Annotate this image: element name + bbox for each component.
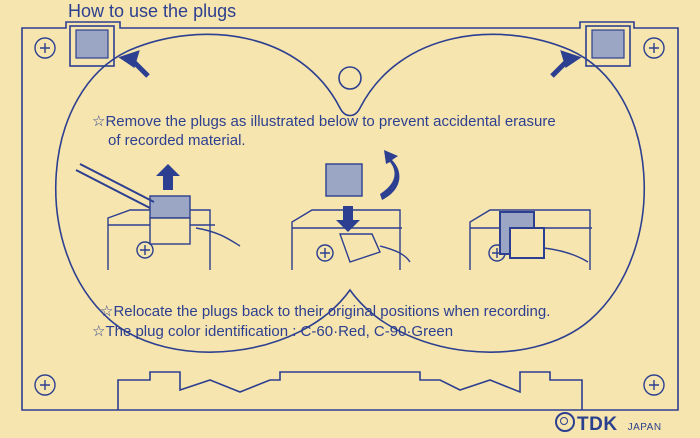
step1-illustration — [75, 163, 241, 270]
arrow-down-icon — [336, 206, 360, 232]
plug-color-note: ☆The plug color identification : C-60·Re… — [92, 323, 454, 340]
brand-footer: TDK JAPAN — [555, 410, 662, 436]
center-hole — [338, 66, 362, 90]
brand-name: TDK — [577, 414, 618, 435]
plug-slot-left — [69, 25, 115, 67]
plug-top-right — [591, 29, 625, 59]
tdk-logo-icon — [555, 412, 575, 432]
instruction-remove-line1: ☆Remove the plugs as illustrated below t… — [92, 113, 556, 130]
instruction-relocate: ☆Relocate the plugs back to their origin… — [100, 303, 551, 320]
rotate-arrow-icon — [380, 150, 400, 200]
instruction-remove-line2: of recorded material. — [108, 132, 246, 149]
step3-illustration — [469, 209, 592, 270]
cassette-outline — [21, 21, 679, 411]
brand-logo: TDK — [555, 410, 618, 436]
screw-icon-bl — [34, 374, 56, 396]
plug-slot-right — [585, 25, 631, 67]
screw-icon-tr — [643, 37, 665, 59]
brand-country: JAPAN — [627, 422, 662, 433]
reel-window-outline — [54, 33, 646, 353]
page-title: How to use the plugs — [68, 1, 237, 21]
screw-icon-br — [643, 374, 665, 396]
plug-top-left — [75, 29, 109, 59]
arrow-icon-left — [118, 50, 150, 78]
arrow-icon-right — [550, 50, 582, 78]
arrow-up-icon — [156, 164, 180, 190]
screw-icon-tl — [34, 37, 56, 59]
tape-guide-bottom — [117, 371, 583, 410]
